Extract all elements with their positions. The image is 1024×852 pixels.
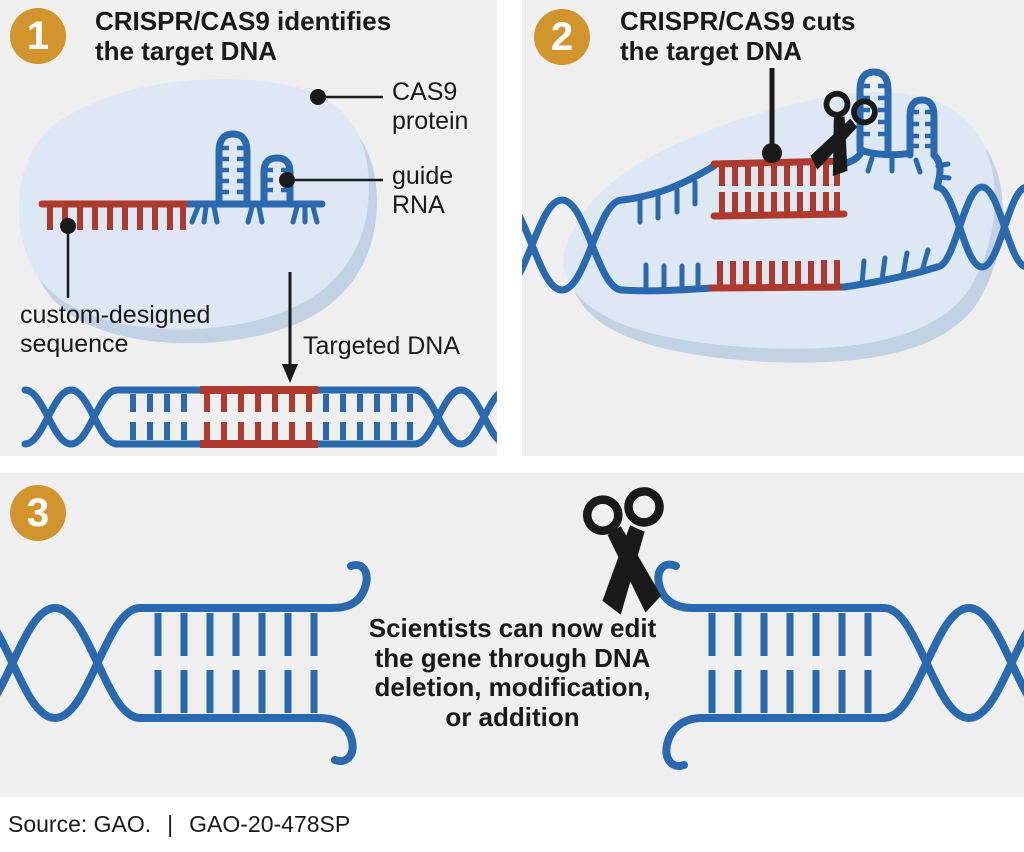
step-number: 1 <box>26 13 50 58</box>
panel-step-2: 2 CRISPR/CAS9 cuts the target DNA <box>522 0 1024 456</box>
source-footer: Source: GAO. | GAO-20-478SP <box>0 797 1024 852</box>
label-custom-sequence: custom-designed sequence <box>20 301 211 358</box>
cut-site-callout <box>762 68 782 163</box>
dna-helix-targeted <box>21 386 497 448</box>
step-number: 2 <box>550 14 574 59</box>
label-targeted-dna: Targeted DNA <box>303 332 461 360</box>
report-id: GAO-20-478SP <box>189 811 351 837</box>
panel1-title: CRISPR/CAS9 identifies the target DNA <box>95 6 392 66</box>
label-guide-rna: guide RNA <box>392 162 454 219</box>
panel1-illustration <box>18 79 497 448</box>
source-text: Source: GAO. <box>8 811 152 837</box>
panel2-illustration <box>522 68 1024 363</box>
dna-helix-right <box>933 183 1024 271</box>
step-badge-2: 2 <box>534 9 590 65</box>
panel3-caption: Scientists can now edit the gene through… <box>368 613 657 732</box>
targeted-dna-arrow <box>282 272 298 383</box>
step-badge-1: 1 <box>10 8 66 64</box>
guide-rna-hairpins <box>840 68 952 191</box>
panel2-title: CRISPR/CAS9 cuts the target DNA <box>620 6 856 66</box>
label-cas9-protein: CAS9 protein <box>392 78 469 135</box>
scissors-icon <box>586 490 669 617</box>
guide-rna <box>186 130 326 225</box>
panel3-illustration <box>0 473 1024 770</box>
callout-cas9-protein <box>310 89 383 105</box>
cas9-protein-blob <box>562 92 1003 363</box>
step-badge-3: 3 <box>10 485 66 541</box>
step-number: 3 <box>26 490 50 535</box>
cut-dna-left <box>0 561 371 765</box>
panel-step-3: 3 Scientists can now edit the gene throu… <box>0 473 1024 797</box>
footer-divider: | <box>167 811 174 837</box>
callout-custom-sequence <box>60 218 76 298</box>
cut-dna-right <box>654 560 1024 770</box>
callout-guide-rna <box>279 172 383 188</box>
panel-step-1: 1 CRISPR/CAS9 identifies the target DNA … <box>0 0 497 456</box>
dna-helix-left <box>522 196 626 294</box>
custom-sequence-strand <box>38 200 194 230</box>
opened-dna-bottom-strand <box>618 247 941 295</box>
